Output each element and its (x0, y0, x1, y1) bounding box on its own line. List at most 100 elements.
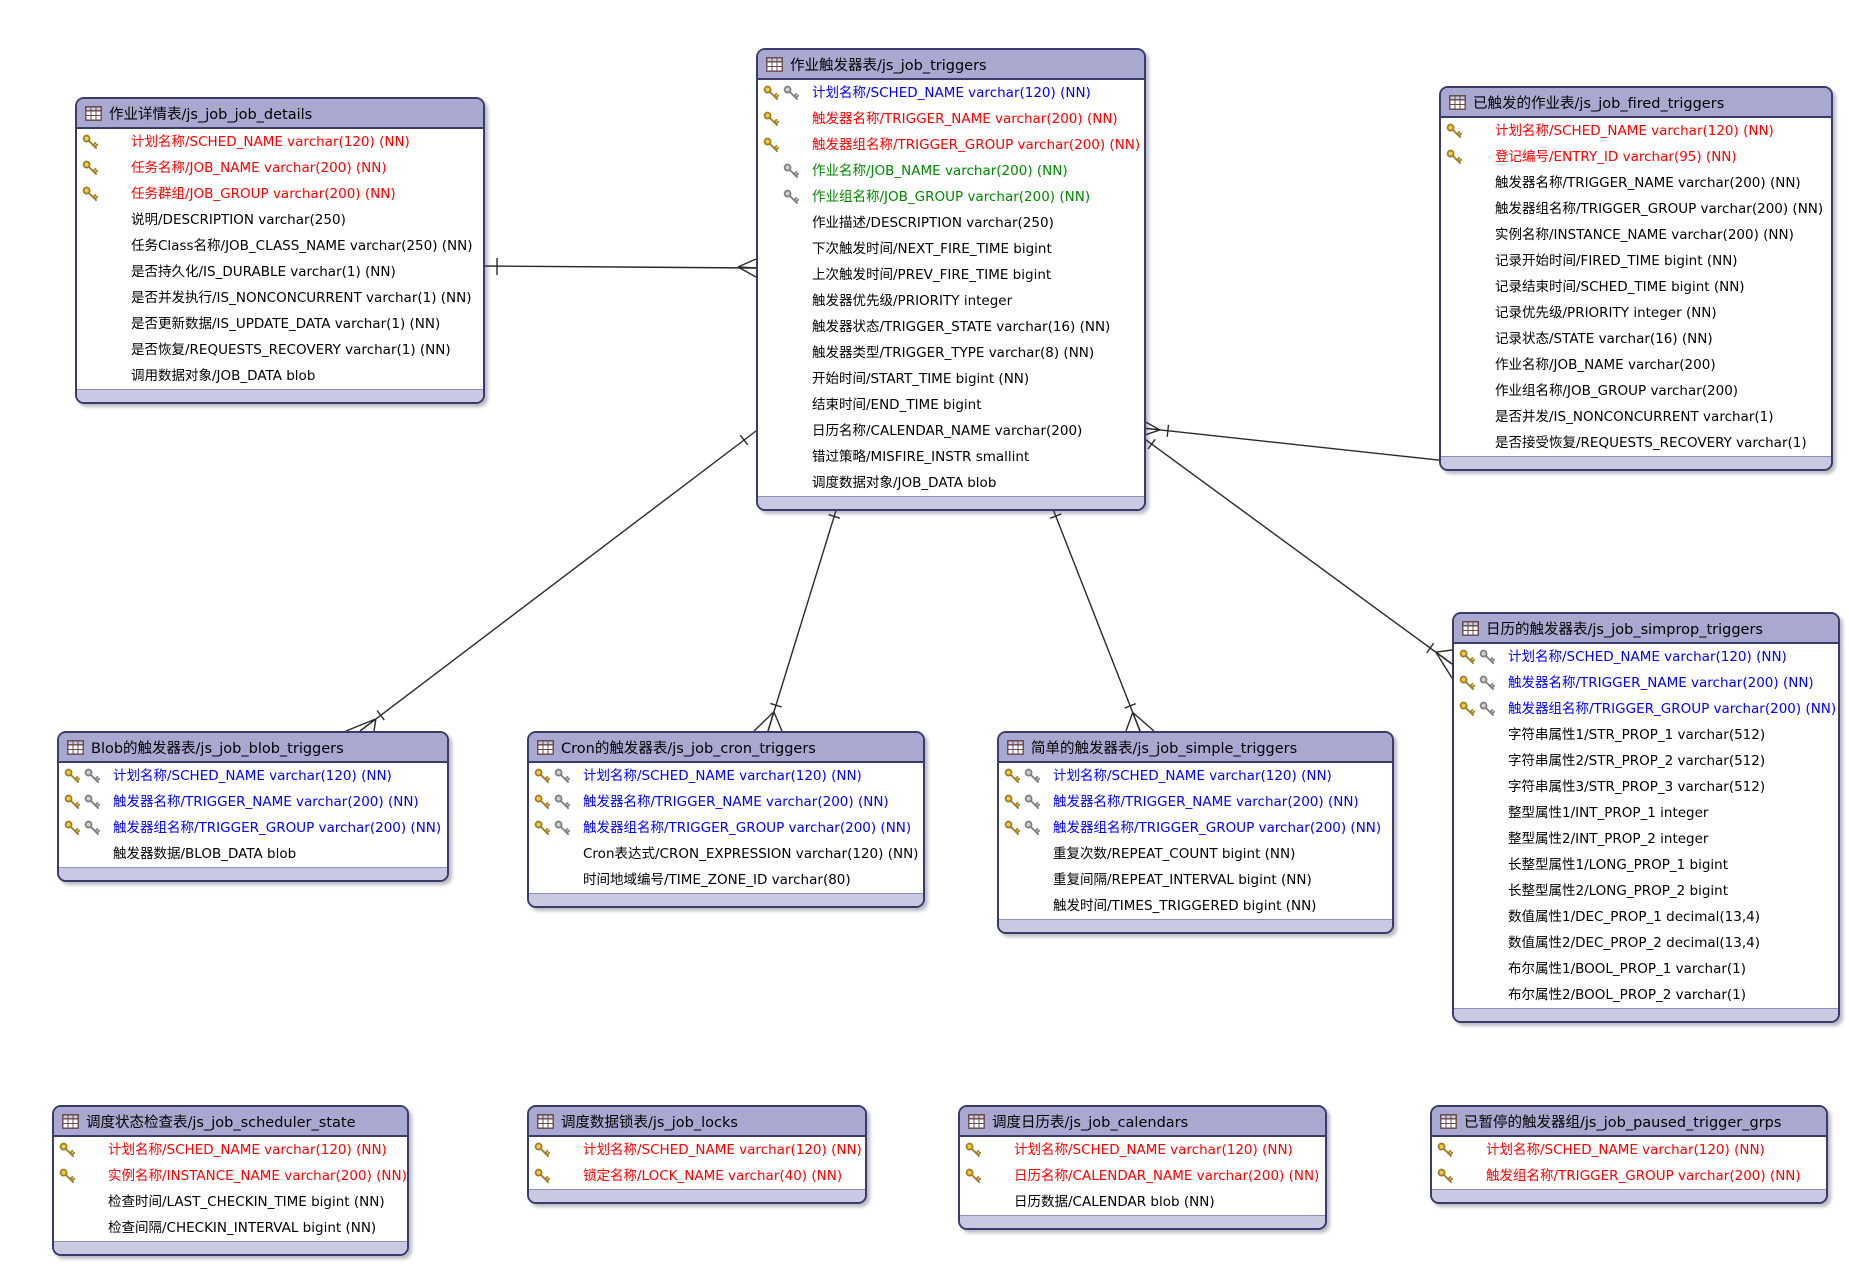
field-row: 字符串属性2/STR_PROP_2 varchar(512) (1454, 748, 1838, 774)
field-label: 计划名称/SCHED_NAME varchar(120) (NN) (583, 768, 862, 784)
field-row: 任务名称/JOB_NAME varchar(200) (NN) (77, 155, 483, 181)
table-js-job-fired-triggers[interactable]: 已触发的作业表/js_job_fired_triggers 计划名称/SCHED… (1439, 86, 1833, 471)
foreign-key-icon (1024, 794, 1040, 809)
field-label: Cron表达式/CRON_EXPRESSION varchar(120) (NN… (583, 846, 919, 862)
table-js-job-cron-triggers[interactable]: Cron的触发器表/js_job_cron_triggers 计划名称/SCHE… (527, 731, 925, 908)
table-grid-icon (766, 56, 783, 72)
field-label: 字符串属性3/STR_PROP_3 varchar(512) (1508, 779, 1766, 795)
table-grid-icon (537, 739, 554, 755)
field-row: 长整型属性1/LONG_PROP_1 bigint (1454, 852, 1838, 878)
field-row: 字符串属性3/STR_PROP_3 varchar(512) (1454, 774, 1838, 800)
field-list: 计划名称/SCHED_NAME varchar(120) (NN)锁定名称/LO… (529, 1137, 865, 1189)
field-row: Cron表达式/CRON_EXPRESSION varchar(120) (NN… (529, 841, 923, 867)
primary-key-icon (64, 820, 80, 835)
field-row: 是否并发/IS_NONCONCURRENT varchar(1) (1441, 404, 1831, 430)
table-title: 简单的触发器表/js_job_simple_triggers (1031, 740, 1298, 757)
table-title: 已暂停的触发器组/js_job_paused_trigger_grps (1464, 1114, 1782, 1131)
field-label: 开始时间/START_TIME bigint (NN) (812, 371, 1030, 387)
table-js-job-blob-triggers[interactable]: Blob的触发器表/js_job_blob_triggers 计划名称/SCHE… (57, 731, 449, 882)
field-row: 调度数据对象/JOB_DATA blob (758, 470, 1144, 496)
field-label: 作业名称/JOB_NAME varchar(200) (NN) (812, 163, 1068, 179)
table-header: 日历的触发器表/js_job_simprop_triggers (1454, 614, 1838, 644)
field-row: 错过策略/MISFIRE_INSTR smallint (758, 444, 1144, 470)
table-js-job-locks[interactable]: 调度数据锁表/js_job_locks 计划名称/SCHED_NAME varc… (527, 1105, 867, 1204)
table-header: 调度状态检查表/js_job_scheduler_state (54, 1107, 407, 1137)
field-list: 计划名称/SCHED_NAME varchar(120) (NN)登记编号/EN… (1441, 118, 1831, 456)
field-label: 布尔属性2/BOOL_PROP_2 varchar(1) (1508, 987, 1747, 1003)
field-label: 错过策略/MISFIRE_INSTR smallint (812, 449, 1030, 465)
primary-key-icon (534, 1168, 550, 1183)
field-list: 计划名称/SCHED_NAME varchar(120) (NN)触发器名称/T… (529, 763, 923, 893)
primary-key-icon (64, 768, 80, 783)
field-row: 实例名称/INSTANCE_NAME varchar(200) (NN) (54, 1163, 407, 1189)
field-row: 计划名称/SCHED_NAME varchar(120) (NN) (529, 1137, 865, 1163)
field-row: 字符串属性1/STR_PROP_1 varchar(512) (1454, 722, 1838, 748)
field-list: 计划名称/SCHED_NAME varchar(120) (NN)触发器名称/T… (758, 80, 1144, 496)
foreign-key-icon (783, 85, 799, 100)
field-label: 触发器状态/TRIGGER_STATE varchar(16) (NN) (812, 319, 1111, 335)
table-js-job-simple-triggers[interactable]: 简单的触发器表/js_job_simple_triggers 计划名称/SCHE… (997, 731, 1394, 934)
table-js-job-paused-trigger-grps[interactable]: 已暂停的触发器组/js_job_paused_trigger_grps 计划名称… (1430, 1105, 1828, 1204)
primary-key-icon (82, 186, 98, 201)
field-row: 触发器名称/TRIGGER_NAME varchar(200) (NN) (59, 789, 447, 815)
field-row: 锁定名称/LOCK_NAME varchar(40) (NN) (529, 1163, 865, 1189)
foreign-key-icon (84, 794, 100, 809)
table-footer (758, 496, 1144, 509)
field-row: 实例名称/INSTANCE_NAME varchar(200) (NN) (1441, 222, 1831, 248)
field-label: 重复次数/REPEAT_COUNT bigint (NN) (1053, 846, 1296, 862)
field-row: 触发器数据/BLOB_DATA blob (59, 841, 447, 867)
field-label: 实例名称/INSTANCE_NAME varchar(200) (NN) (108, 1168, 407, 1184)
table-grid-icon (1007, 739, 1024, 755)
foreign-key-icon (783, 189, 799, 204)
primary-key-icon (965, 1142, 981, 1157)
field-label: 是否接受恢复/REQUESTS_RECOVERY varchar(1) (1495, 435, 1807, 451)
field-label: 记录状态/STATE varchar(16) (NN) (1495, 331, 1713, 347)
field-row: 触发器组名称/TRIGGER_GROUP varchar(200) (NN) (529, 815, 923, 841)
field-row: 数值属性1/DEC_PROP_1 decimal(13,4) (1454, 904, 1838, 930)
field-row: 触发器名称/TRIGGER_NAME varchar(200) (NN) (1441, 170, 1831, 196)
table-grid-icon (62, 1113, 79, 1129)
table-js-job-job-details[interactable]: 作业详情表/js_job_job_details 计划名称/SCHED_NAME… (75, 97, 485, 404)
field-row: 说明/DESCRIPTION varchar(250) (77, 207, 483, 233)
field-row: 布尔属性1/BOOL_PROP_1 varchar(1) (1454, 956, 1838, 982)
table-title: 已触发的作业表/js_job_fired_triggers (1473, 95, 1725, 112)
field-label: 实例名称/INSTANCE_NAME varchar(200) (NN) (1495, 227, 1794, 243)
field-list: 计划名称/SCHED_NAME varchar(120) (NN)触发器名称/T… (59, 763, 447, 867)
field-row: 长整型属性2/LONG_PROP_2 bigint (1454, 878, 1838, 904)
field-label: 触发器名称/TRIGGER_NAME varchar(200) (NN) (1508, 675, 1814, 691)
table-js-job-triggers[interactable]: 作业触发器表/js_job_triggers 计划名称/SCHED_NAME v… (756, 48, 1146, 511)
field-label: 下次触发时间/NEXT_FIRE_TIME bigint (812, 241, 1052, 257)
primary-key-icon (1004, 768, 1020, 783)
field-list: 计划名称/SCHED_NAME varchar(120) (NN)实例名称/IN… (54, 1137, 407, 1241)
field-label: 计划名称/SCHED_NAME varchar(120) (NN) (1014, 1142, 1293, 1158)
table-js-job-simprop-triggers[interactable]: 日历的触发器表/js_job_simprop_triggers 计划名称/SCH… (1452, 612, 1840, 1023)
table-footer (529, 893, 923, 906)
table-title: 作业详情表/js_job_job_details (109, 106, 313, 123)
primary-key-icon (1459, 649, 1475, 664)
foreign-key-icon (783, 163, 799, 178)
field-label: 是否并发执行/IS_NONCONCURRENT varchar(1) (NN) (131, 290, 472, 306)
field-label: 是否并发/IS_NONCONCURRENT varchar(1) (1495, 409, 1774, 425)
field-label: 触发器组名称/TRIGGER_GROUP varchar(200) (NN) (1053, 820, 1382, 836)
table-header: 简单的触发器表/js_job_simple_triggers (999, 733, 1392, 763)
field-row: 日历名称/CALENDAR_NAME varchar(200) (758, 418, 1144, 444)
field-label: 日历名称/CALENDAR_NAME varchar(200) (NN) (1014, 1168, 1320, 1184)
table-footer (1441, 456, 1831, 469)
table-js-job-calendars[interactable]: 调度日历表/js_job_calendars 计划名称/SCHED_NAME v… (958, 1105, 1327, 1230)
foreign-key-icon (84, 768, 100, 783)
foreign-key-icon (554, 794, 570, 809)
field-row: 整型属性1/INT_PROP_1 integer (1454, 800, 1838, 826)
field-row: 任务Class名称/JOB_CLASS_NAME varchar(250) (N… (77, 233, 483, 259)
field-label: 字符串属性1/STR_PROP_1 varchar(512) (1508, 727, 1766, 743)
table-grid-icon (968, 1113, 985, 1129)
field-label: 计划名称/SCHED_NAME varchar(120) (NN) (1486, 1142, 1765, 1158)
field-label: 是否更新数据/IS_UPDATE_DATA varchar(1) (NN) (131, 316, 441, 332)
field-label: 任务名称/JOB_NAME varchar(200) (NN) (131, 160, 387, 176)
table-header: 调度数据锁表/js_job_locks (529, 1107, 865, 1137)
table-title: 调度数据锁表/js_job_locks (561, 1114, 738, 1131)
field-row: 计划名称/SCHED_NAME varchar(120) (NN) (758, 80, 1144, 106)
primary-key-icon (534, 768, 550, 783)
field-label: 触发时间/TIMES_TRIGGERED bigint (NN) (1053, 898, 1317, 914)
primary-key-icon (64, 794, 80, 809)
table-js-job-scheduler-state[interactable]: 调度状态检查表/js_job_scheduler_state 计划名称/SCHE… (52, 1105, 409, 1256)
